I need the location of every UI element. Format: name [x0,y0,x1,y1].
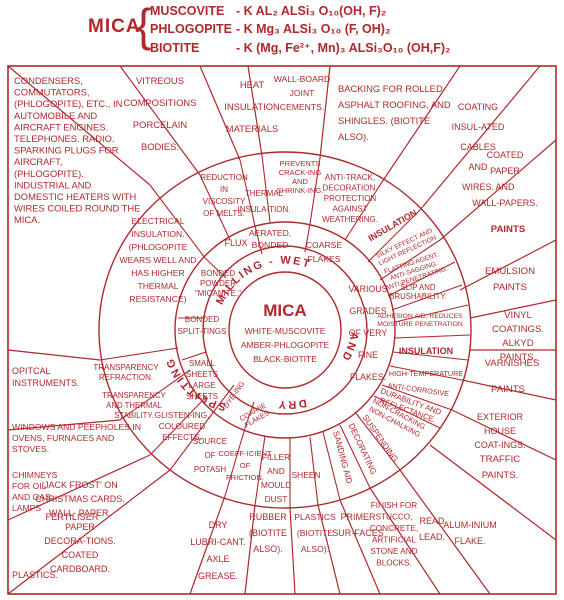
outer-ring [98,151,472,509]
sector-label: CONDENSERS,COMMUTATORS,(PHLOGOPITE), ETC… [14,75,140,225]
header-title: MICA [88,16,141,37]
sector-label: PAINTS [491,224,526,235]
formula-row: MUSCOVITE - K AL₂ ALSi₃ O₁₀(OH, F)₂ [150,4,386,18]
sector-labels: CONDENSERS,COMMUTATORS,(PHLOGOPITE), ETC… [12,74,544,581]
sector-label: PAINTS [491,384,525,395]
sector-label: PLASTICS. [12,570,58,580]
mineral-name: MUSCOVITE [150,4,225,18]
center-line: BLACK-BIOTITE [253,354,317,364]
center-title: MICA [263,301,306,320]
middle-ring-label: INSULATION [399,346,453,356]
middle-dividers [99,155,471,508]
sector-label: FERTILISER [46,512,99,522]
inner-ring-label: DYE-ING [221,379,246,410]
processing-arc-bottom: DRY [276,396,307,410]
outer-frame [7,65,557,595]
center-ring [228,271,342,389]
inner-ring-label: COARSEFLAKES [239,402,272,430]
mineral-formula: - K Mg₃ ALSi₃ O₁₀ (F, OH)₂ [236,22,391,36]
inner-dividers [178,223,311,429]
header: MICA { MUSCOVITE - K AL₂ ALSi₃ O₁₀(OH, F)… [0,0,564,60]
sector-label: VARNISHES [485,358,540,369]
inner-ring-label: AERATED,BONDED [249,228,291,250]
formula-row: PHLOGOPITE - K Mg₃ ALSi₃ O₁₀ (F, OH)₂ [150,22,391,36]
mineral-name: PHLOGOPITE [150,22,232,36]
inner-ring [174,221,396,439]
brace-icon: { [136,0,152,51]
mineral-formula: - K AL₂ ALSi₃ O₁₀(OH, F)₂ [236,4,387,18]
middle-ring-label: SHEEN [292,470,321,480]
radial-dividers [7,65,557,595]
processing-ring [202,245,368,415]
center-line: WHITE-MUSCOVITE [245,326,326,336]
mineral-formula: - K (Mg, Fe²⁺, Mn)₃ ALSi₃O₁₀ (OH,F)₂ [236,41,451,55]
formula-row: BIOTITE - K (Mg, Fe²⁺, Mn)₃ ALSi₃O₁₀ (OH,… [150,40,451,55]
middle-ring-label: HIGH-TEMPERATURE [389,369,463,378]
inner-ring-label: FLUX [224,238,247,248]
mineral-name: BIOTITE [150,41,200,55]
center-line: AMBER-PHLOGOPITE [241,340,330,350]
